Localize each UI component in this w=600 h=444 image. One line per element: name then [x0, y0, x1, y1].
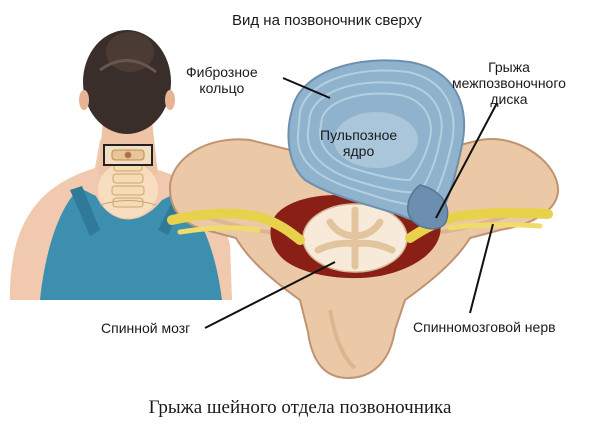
- label-spinal-cord: Спинной мозг: [101, 320, 191, 336]
- label-line: Пульпозное: [320, 127, 398, 143]
- nucleus-pulposus: [334, 112, 418, 168]
- leader-nerve: [469, 223, 494, 314]
- disc-ring-2: [306, 81, 443, 194]
- grey-matter: [314, 206, 396, 270]
- label-line: диска: [490, 91, 528, 107]
- nerve-left-branch: [177, 225, 261, 235]
- disc-ring-1: [296, 69, 455, 207]
- view-title: Вид на позвоночник сверху: [232, 12, 422, 29]
- label-line: Фиброзное: [186, 64, 258, 80]
- ear-left: [79, 90, 89, 110]
- ear-right: [165, 90, 175, 110]
- leader-cord: [204, 261, 336, 329]
- bone-shade-3: [328, 309, 357, 370]
- leader-herniation: [435, 102, 498, 219]
- tank-strap-left: [70, 186, 100, 236]
- disc-ring-3: [318, 92, 432, 182]
- hair-highlight: [99, 59, 157, 74]
- nerve-right: [405, 207, 553, 243]
- nerve-right-branch: [447, 222, 543, 231]
- label-line: межпозвоночного: [452, 75, 566, 91]
- caption: Грыжа шейного отдела позвоночника: [148, 397, 452, 418]
- leader-fibrous: [282, 77, 331, 99]
- label-line: кольцо: [199, 80, 245, 96]
- label-spinal-nerve: Спинномозговой нерв: [413, 319, 556, 335]
- nerve-left: [167, 208, 305, 245]
- boxed-vertebra: [111, 149, 145, 161]
- label-line: Грыжа: [488, 59, 530, 75]
- vertebra-illustration: [167, 59, 560, 380]
- herniation-bulge: [407, 184, 449, 230]
- label-line: ядро: [342, 143, 375, 159]
